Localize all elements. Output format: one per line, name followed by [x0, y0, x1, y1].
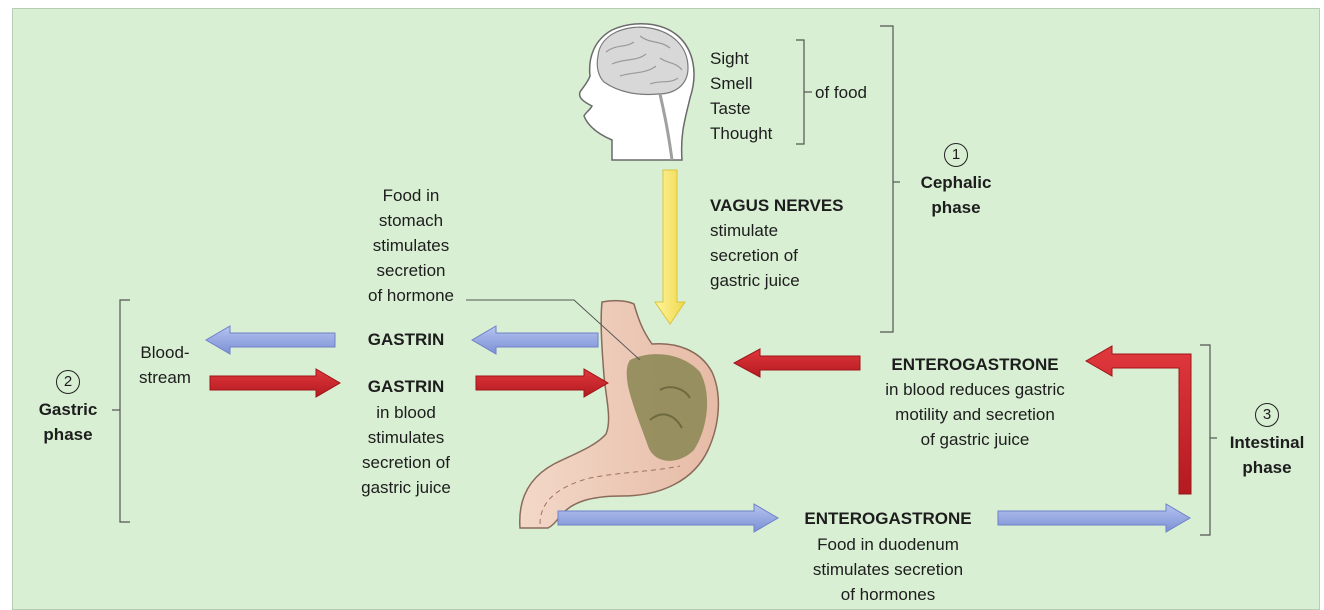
sense-taste: Taste: [710, 96, 751, 121]
bloodstream-line1: Blood-: [120, 340, 210, 365]
vagus-line2: secretion of: [710, 243, 798, 268]
senses-bracket: [796, 40, 812, 144]
food-in-stomach-line1: Food in: [346, 183, 476, 208]
cephalic-bracket: [880, 26, 900, 332]
enterogastrone-arrow-duodenum: [558, 504, 778, 532]
food-in-stomach-line2: stomach: [346, 208, 476, 233]
gastrin-arrow-to-stomach: [476, 369, 608, 397]
intestinal-label-line2: phase: [1217, 455, 1317, 480]
entero-top-title: ENTEROGASTRONE: [855, 352, 1095, 377]
enterogastrone-arrow-from-intestinal: [1086, 346, 1191, 494]
sense-smell: Smell: [710, 71, 753, 96]
cephalic-number: 1: [906, 141, 1006, 167]
gastric-bracket: [112, 300, 130, 522]
entero-bottom-line2: stimulates secretion: [768, 557, 1008, 582]
vagus-arrow: [655, 170, 685, 324]
gastric-label-line2: phase: [28, 422, 108, 447]
gastrin-arrow-from-stomach: [472, 326, 598, 354]
entero-bottom-line3: of hormones: [768, 582, 1008, 607]
gastrin-mid-line4: gastric juice: [331, 475, 481, 500]
sense-sight: Sight: [710, 46, 749, 71]
gastrin-arrow-to-bloodstream: [206, 326, 335, 354]
head-icon: [580, 24, 694, 160]
vagus-title: VAGUS NERVES: [710, 193, 844, 218]
bloodstream-line2: stream: [120, 365, 210, 390]
intestinal-number: 3: [1217, 401, 1317, 427]
gastrin-arrow-from-bloodstream: [210, 369, 340, 397]
gastrin-top-label: GASTRIN: [341, 327, 471, 352]
gastrin-mid-line2: stimulates: [331, 425, 481, 450]
intestinal-label-line1: Intestinal: [1217, 430, 1317, 455]
vagus-line3: gastric juice: [710, 268, 800, 293]
vagus-line1: stimulate: [710, 218, 778, 243]
entero-top-line1: in blood reduces gastric: [855, 377, 1095, 402]
enterogastrone-arrow-to-stomach: [734, 349, 860, 377]
entero-bottom-line1: Food in duodenum: [768, 532, 1008, 557]
cephalic-label-line2: phase: [906, 195, 1006, 220]
entero-bottom-title: ENTEROGASTRONE: [768, 506, 1008, 531]
senses-group-label: of food: [815, 80, 867, 105]
enterogastrone-arrow-to-intestinal: [998, 504, 1190, 532]
gastric-label-line1: Gastric: [28, 397, 108, 422]
sense-thought: Thought: [710, 121, 772, 146]
gastrin-mid-title: GASTRIN: [341, 374, 471, 399]
intestinal-bracket: [1200, 345, 1217, 535]
entero-top-line2: motility and secretion: [855, 402, 1095, 427]
gastrin-mid-line3: secretion of: [331, 450, 481, 475]
food-in-stomach-line4: secretion: [346, 258, 476, 283]
entero-top-line3: of gastric juice: [855, 427, 1095, 452]
food-in-stomach-line3: stimulates: [346, 233, 476, 258]
gastrin-mid-line1: in blood: [331, 400, 481, 425]
food-in-stomach-line5: of hormone: [346, 283, 476, 308]
cephalic-label-line1: Cephalic: [906, 170, 1006, 195]
gastric-number: 2: [28, 368, 108, 394]
